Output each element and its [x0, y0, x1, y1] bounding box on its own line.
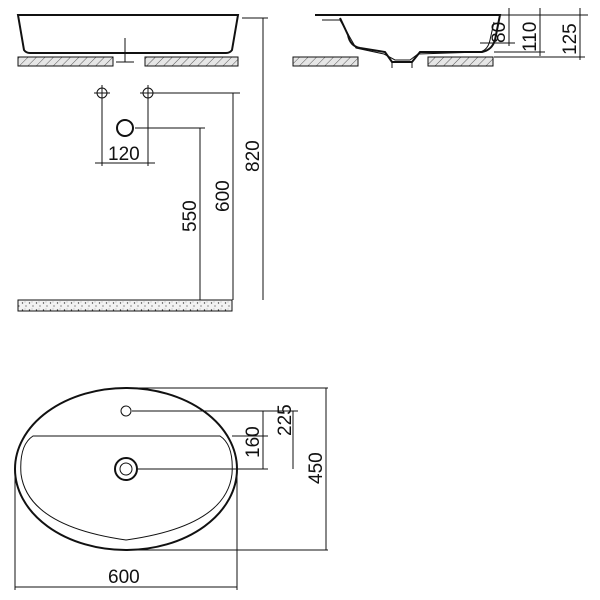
dim-front-600: 600 — [213, 180, 234, 212]
dim-plan-450: 450 — [306, 452, 327, 484]
side-countertop-left — [292, 56, 359, 67]
waste-outlet — [116, 119, 134, 137]
front-basin-body — [16, 14, 240, 54]
dim-side-110: 110 — [520, 22, 541, 52]
tap-hole-left — [94, 85, 110, 101]
front-elevation-view: 120 550 600 820 — [16, 14, 268, 312]
dim-front-820: 820 — [243, 140, 264, 172]
top-plan-view: 160 225 450 600 — [14, 387, 328, 590]
side-basin-profile — [315, 14, 502, 63]
dim-side-80: 80 — [489, 22, 510, 43]
dim-plan-600: 600 — [108, 567, 140, 588]
plan-waste-outlet — [114, 457, 138, 481]
floor-slab — [17, 299, 233, 312]
plan-tap-hole — [120, 405, 132, 417]
side-section-view: 80 110 125 — [292, 8, 588, 68]
plan-bowl-inner — [20, 435, 233, 541]
dim-front-120: 120 — [108, 144, 140, 165]
front-countertop-left — [17, 56, 114, 67]
front-countertop-right — [144, 56, 239, 67]
dim-plan-225: 225 — [275, 404, 296, 436]
tap-hole-right — [140, 85, 156, 101]
dim-plan-160: 160 — [243, 426, 264, 458]
dim-front-550: 550 — [180, 200, 201, 232]
side-countertop-right — [427, 56, 494, 67]
dim-side-125: 125 — [560, 23, 581, 55]
